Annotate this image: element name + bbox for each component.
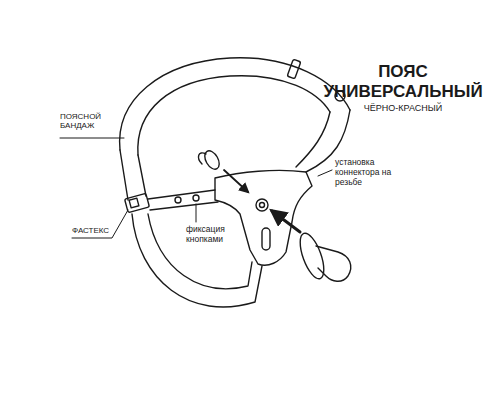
part-label: ФАСТЕКС bbox=[72, 226, 122, 235]
leader-line bbox=[60, 138, 124, 139]
leg-strap bbox=[132, 214, 262, 307]
front-strap bbox=[148, 190, 218, 210]
snap-button bbox=[193, 195, 199, 201]
part-label: ЧЁРНО-КРАСНЫЙ bbox=[318, 103, 488, 113]
arrow bbox=[224, 170, 248, 192]
leader-line bbox=[318, 170, 332, 176]
title: ПОЯС УНИВЕРСАЛЬНЫЙ bbox=[318, 62, 488, 101]
waist-band bbox=[296, 112, 330, 167]
connector bbox=[199, 153, 206, 164]
fastex-buckle bbox=[129, 198, 139, 208]
thread-hole bbox=[260, 203, 265, 208]
waist-band bbox=[138, 76, 330, 155]
slider bbox=[287, 59, 301, 79]
snap-button bbox=[175, 197, 181, 203]
leader-line bbox=[72, 210, 128, 238]
connector bbox=[202, 148, 222, 171]
part-label: фиксация кнопками bbox=[186, 225, 244, 245]
part-label: ПОЯСНОЙ БАНДАЖ bbox=[60, 112, 120, 130]
arrow bbox=[272, 211, 300, 232]
thread-hole bbox=[256, 199, 268, 211]
plate-slot bbox=[262, 228, 270, 250]
front-plate bbox=[215, 170, 312, 265]
connector-stem bbox=[316, 246, 351, 281]
waist-band bbox=[120, 58, 350, 150]
leg-strap bbox=[148, 214, 252, 289]
leader-line bbox=[196, 204, 197, 222]
part-label: установка коннектора на резьбе bbox=[335, 158, 401, 187]
waist-band bbox=[120, 150, 146, 200]
